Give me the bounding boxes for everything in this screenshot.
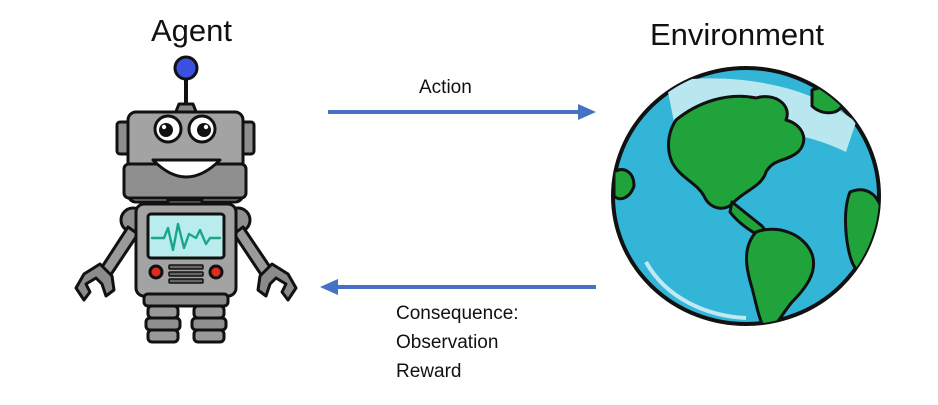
action-label: Action [419,77,472,98]
agent-title: Agent [151,13,233,48]
consequence-item-reward: Reward [396,361,462,382]
consequence-item-observation: Observation [396,332,499,353]
consequence-labels: Consequence: Observation Reward [396,304,519,391]
consequence-heading: Consequence: [396,303,519,324]
environment-title: Environment [650,17,825,52]
robot-icon [74,55,298,344]
globe-icon [611,66,881,326]
